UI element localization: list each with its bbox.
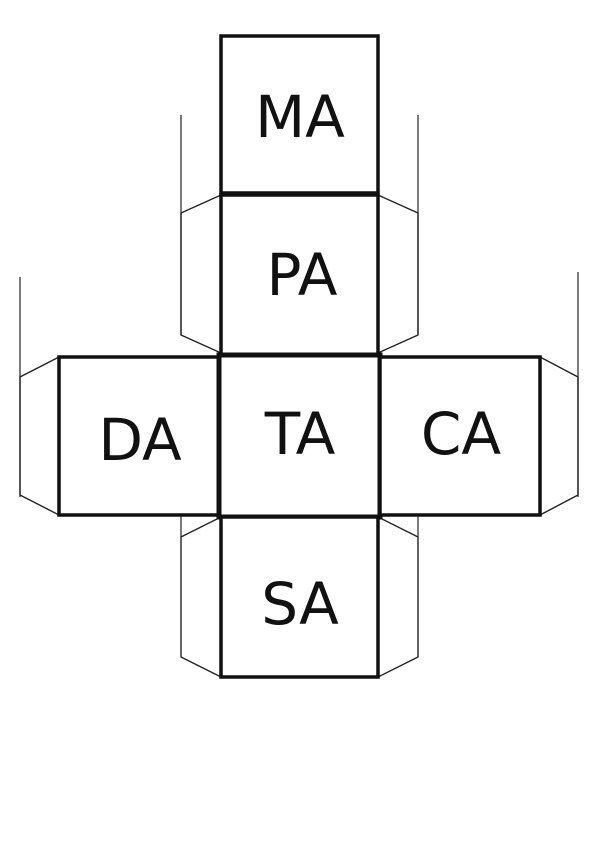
face-right-label: CA — [421, 400, 501, 468]
flap-upper-right — [377, 194, 419, 354]
flap-bottom-left — [180, 516, 222, 678]
face-upper: PA — [219, 193, 380, 357]
face-center-label: TA — [264, 400, 336, 468]
flap-far-right — [539, 356, 579, 516]
flap-far-left — [19, 356, 60, 516]
face-top: MA — [219, 34, 380, 195]
face-left: DA — [57, 355, 221, 517]
face-bottom: SA — [219, 515, 380, 679]
face-left-label: DA — [98, 406, 182, 474]
face-top-label: MA — [255, 83, 345, 151]
face-upper-label: PA — [267, 241, 338, 309]
flap-bottom-right — [377, 516, 419, 678]
face-bottom-label: SA — [261, 570, 339, 638]
face-right: CA — [378, 355, 542, 517]
flap-upper-left — [180, 194, 222, 354]
face-center: TA — [216, 352, 383, 520]
